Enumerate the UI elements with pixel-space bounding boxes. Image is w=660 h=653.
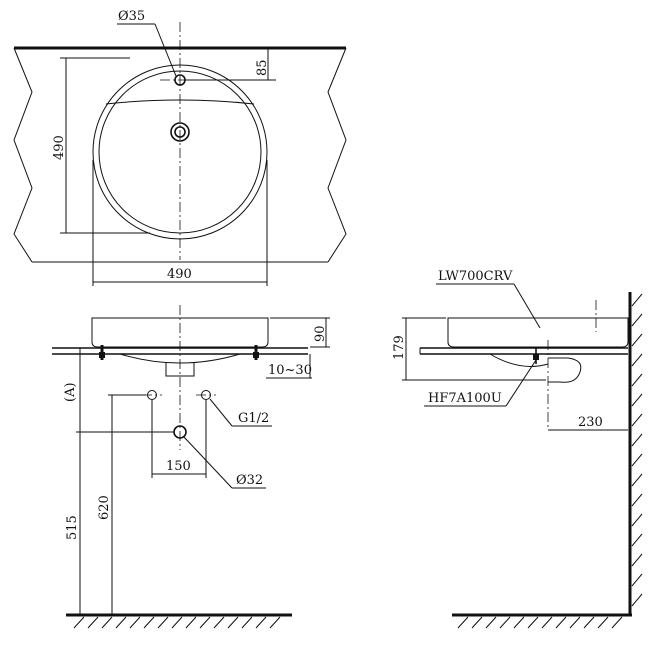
waste-leader <box>505 359 537 407</box>
dim-counter-range-text: 10~30 <box>268 363 312 378</box>
side-clamp-nut <box>533 354 539 360</box>
drain-fitting <box>165 362 195 377</box>
supply-label: G1/2 <box>238 411 269 426</box>
hole-leader-line <box>154 23 177 77</box>
break-line-right <box>327 47 347 263</box>
dim-supply-height-text: 620 <box>97 495 112 520</box>
basin-body-side <box>447 317 629 348</box>
mounting-clamp-right <box>253 345 259 360</box>
dim-bowl-height-text: 90 <box>313 325 328 342</box>
waste-model-label: HF7A100U <box>428 391 502 406</box>
basin-body-front <box>91 317 269 348</box>
mounting-clamp-left <box>99 345 105 360</box>
dim-drain-height-text: 515 <box>65 515 80 540</box>
dim-side-height-text: 179 <box>392 335 407 360</box>
side-bowl-underside <box>489 353 549 367</box>
drain-leader <box>183 436 233 489</box>
drain-diameter-label: Ø32 <box>236 473 263 488</box>
drain-outer-icon <box>170 122 190 142</box>
top-view: Ø35 85 490 490 <box>13 9 347 286</box>
dim-wall-distance-text: 230 <box>578 415 603 430</box>
dim-a-text: (A) <box>63 382 78 402</box>
floor-hatch-front <box>73 616 281 629</box>
dim-depth-text: 490 <box>52 135 67 160</box>
trap-outline <box>548 357 582 383</box>
supply-leader <box>209 398 233 427</box>
dim-width-text: 490 <box>167 267 192 282</box>
basin-model-label: LW700CRV <box>438 269 513 284</box>
wall-hatch <box>631 293 643 607</box>
break-line-left <box>13 47 33 263</box>
dim-supply-spacing-text: 150 <box>166 459 191 474</box>
hole-diameter-label: Ø35 <box>118 9 145 24</box>
dim-85-text: 85 <box>255 59 270 76</box>
front-view: 90 10~30 (A) G1/2 150 Ø32 515 <box>52 305 330 629</box>
basin-leader <box>513 283 541 329</box>
floor-hatch-side <box>457 616 623 629</box>
side-view: 179 LW700CRV HF7A100U 230 <box>392 269 643 629</box>
